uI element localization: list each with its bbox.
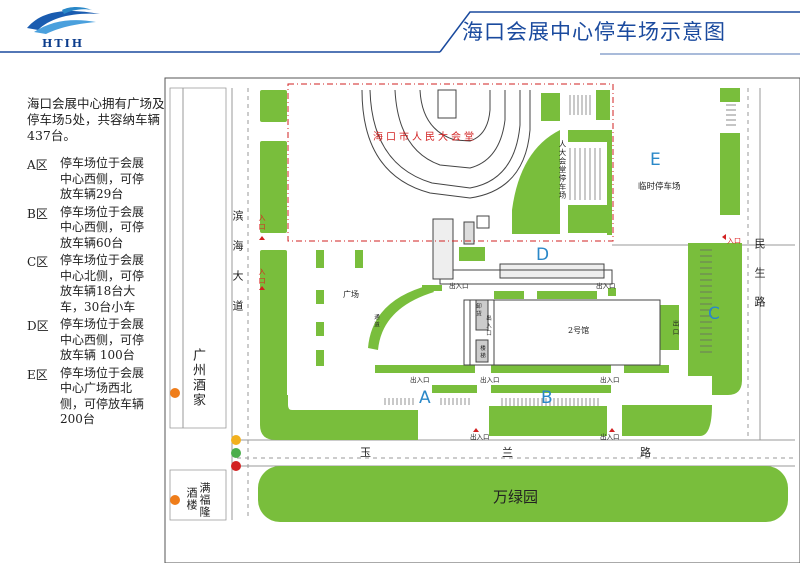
exit-label: 出口 [671,320,679,337]
zone-key: C区 [27,255,49,269]
road-minsheng-label: 民生路 [753,238,766,325]
map-frame [164,77,800,563]
great-hall-label: 海口市人民大会堂 [373,132,477,143]
entrance-exit-label: 出入口 [410,376,430,384]
entrance-label: 入口 [258,268,266,286]
zone-key: A区 [27,158,48,172]
logo-text: HTIH [42,37,85,50]
zone-label-d: D [536,245,550,265]
road-binhai-label: 滨海大道 [231,210,244,330]
building-label: 楼梯 [479,345,485,360]
zone-desc: 停车场位于会展中心西侧，可停放车辆 100台 [60,317,145,362]
building-label: 出入口 [485,315,491,338]
logo-wave-icon [27,7,100,34]
header-decoration [0,11,800,55]
header-bar [0,0,800,58]
jiulou-label: 酒楼 [185,487,198,511]
zone-label-a: A [419,388,431,408]
zone-item-e: E区 停车场位于会展中心广场西北侧，可停放车辆200台 [27,366,162,428]
zone-desc: 停车场位于会展中心北侧，可停放车辆18台大车，30台小车 [60,253,145,314]
zone-key: E区 [27,367,48,382]
building-label: 通道 [373,314,379,329]
road-yulan-label-2: 兰 [502,446,513,459]
hall2-label: 2号馆 [568,326,590,335]
zone-item-d: D区 停车场位于会展中心西侧，可停放车辆 100台 [27,317,162,364]
zone-item-b: B区 停车场位于会展中心西侧，可停放车辆60台 [27,205,162,252]
htih-logo: HTIH [12,4,112,50]
intro-text: 海口会展中心拥有广场及停车场5处，共容纳车辆437台。 [27,96,165,143]
entrance-exit-label: 出入口 [600,376,620,384]
traffic-light-icon [231,435,241,471]
zone-desc: 停车场位于会展中心西侧，可停放车辆29台 [60,156,145,201]
entrance-label: 入口 [258,214,266,232]
roadside-block [169,469,227,521]
great-hall [361,89,531,229]
zone-item-a: A区 停车场位于会展中心西侧，可停放车辆29台 [27,156,162,203]
zone-key: B区 [27,206,48,221]
zone-desc: 停车场位于会展中心西侧，可停放车辆60台 [60,204,145,250]
page-title: 海口会展中心停车场示意图 [462,20,726,44]
entrance-exit-label: 出入口 [480,376,500,384]
wanlvyuan-label: 万绿园 [493,488,539,506]
zone-list: A区 停车场位于会展中心西侧，可停放车辆29台 B区 停车场位于会展中心西侧，可… [27,156,162,430]
roadside-block [169,87,227,429]
hall-parking-label: 人大会堂停车场 [558,140,567,200]
guangzhou-jiujia-label: 广州酒家 [190,348,205,408]
road-yulan-label-1: 玉 [360,446,371,459]
entrance-exit-label: 出入口 [600,433,620,441]
manfulong-label: 满福隆 [198,482,211,518]
zone-label-b: B [541,388,553,408]
zone-label-c: C [708,304,720,324]
plaza-label: 广场 [343,290,359,299]
hall2-building [432,218,661,366]
zone-desc: 停车场位于会展中心广场西北侧，可停放车辆200台 [60,365,145,427]
zone-label-e: E [650,150,661,170]
great-hall-boundary [287,83,614,242]
building-label: 卸货 [475,303,481,318]
zone-key: D区 [27,319,49,333]
location-marker-icon [170,495,180,505]
location-marker-icon [170,388,180,398]
temp-parking-label: 临时停车场 [638,182,681,192]
entrance-arrow-icon [259,234,726,432]
road-yulan-label-3: 路 [640,446,651,459]
zone-item-c: C区 停车场位于会展中心北侧，可停放车辆18台大车，30台小车 [27,253,162,315]
entrance-label: 入口 [727,237,741,245]
entrance-exit-label: 出入口 [596,282,616,290]
entrance-exit-label: 出入口 [449,282,469,290]
entrance-exit-label: 出入口 [470,433,490,441]
green-areas [258,88,788,522]
